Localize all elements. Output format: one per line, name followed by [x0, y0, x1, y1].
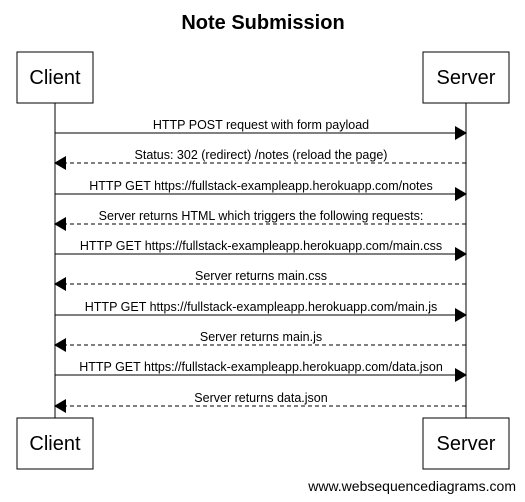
- message-7: HTTP GET https://fullstack-exampleapp.he…: [55, 300, 467, 322]
- message-6: Server returns main.css: [54, 269, 466, 291]
- message-label: HTTP GET https://fullstack-exampleapp.he…: [80, 239, 442, 253]
- message-5: HTTP GET https://fullstack-exampleapp.he…: [55, 239, 467, 261]
- server-actor-top: Server: [422, 51, 510, 104]
- server-actor-label: Server: [437, 433, 496, 455]
- message-label: HTTP GET https://fullstack-exampleapp.he…: [89, 179, 432, 193]
- message-8: Server returns main.js: [54, 330, 466, 352]
- message-label: Server returns HTML which triggers the f…: [99, 209, 424, 223]
- client-actor-label: Client: [29, 433, 81, 455]
- client-actor-label: Client: [29, 67, 81, 89]
- server-actor-label: Server: [437, 67, 496, 89]
- message-label: HTTP GET https://fullstack-exampleapp.he…: [79, 360, 443, 374]
- message-label: Server returns main.css: [195, 269, 327, 283]
- message-2: Status: 302 (redirect) /notes (reload th…: [54, 148, 466, 170]
- message-label: Server returns data.json: [194, 391, 327, 405]
- message-label: HTTP POST request with form payload: [153, 118, 369, 132]
- message-9: HTTP GET https://fullstack-exampleapp.he…: [55, 360, 467, 382]
- message-4: Server returns HTML which triggers the f…: [54, 209, 466, 231]
- watermark-link[interactable]: www.websequencediagrams.com: [308, 478, 516, 494]
- message-1: HTTP POST request with form payload: [55, 118, 467, 140]
- message-10: Server returns data.json: [54, 391, 466, 413]
- message-label: Server returns main.js: [200, 330, 322, 344]
- message-label: Status: 302 (redirect) /notes (reload th…: [135, 148, 388, 162]
- message-3: HTTP GET https://fullstack-exampleapp.he…: [55, 179, 467, 201]
- diagram-title: Note Submission: [181, 12, 344, 34]
- server-actor-bottom: Server: [422, 417, 510, 470]
- client-actor-top: Client: [16, 51, 94, 104]
- client-actor-bottom: Client: [16, 417, 94, 470]
- message-label: HTTP GET https://fullstack-exampleapp.he…: [85, 300, 437, 314]
